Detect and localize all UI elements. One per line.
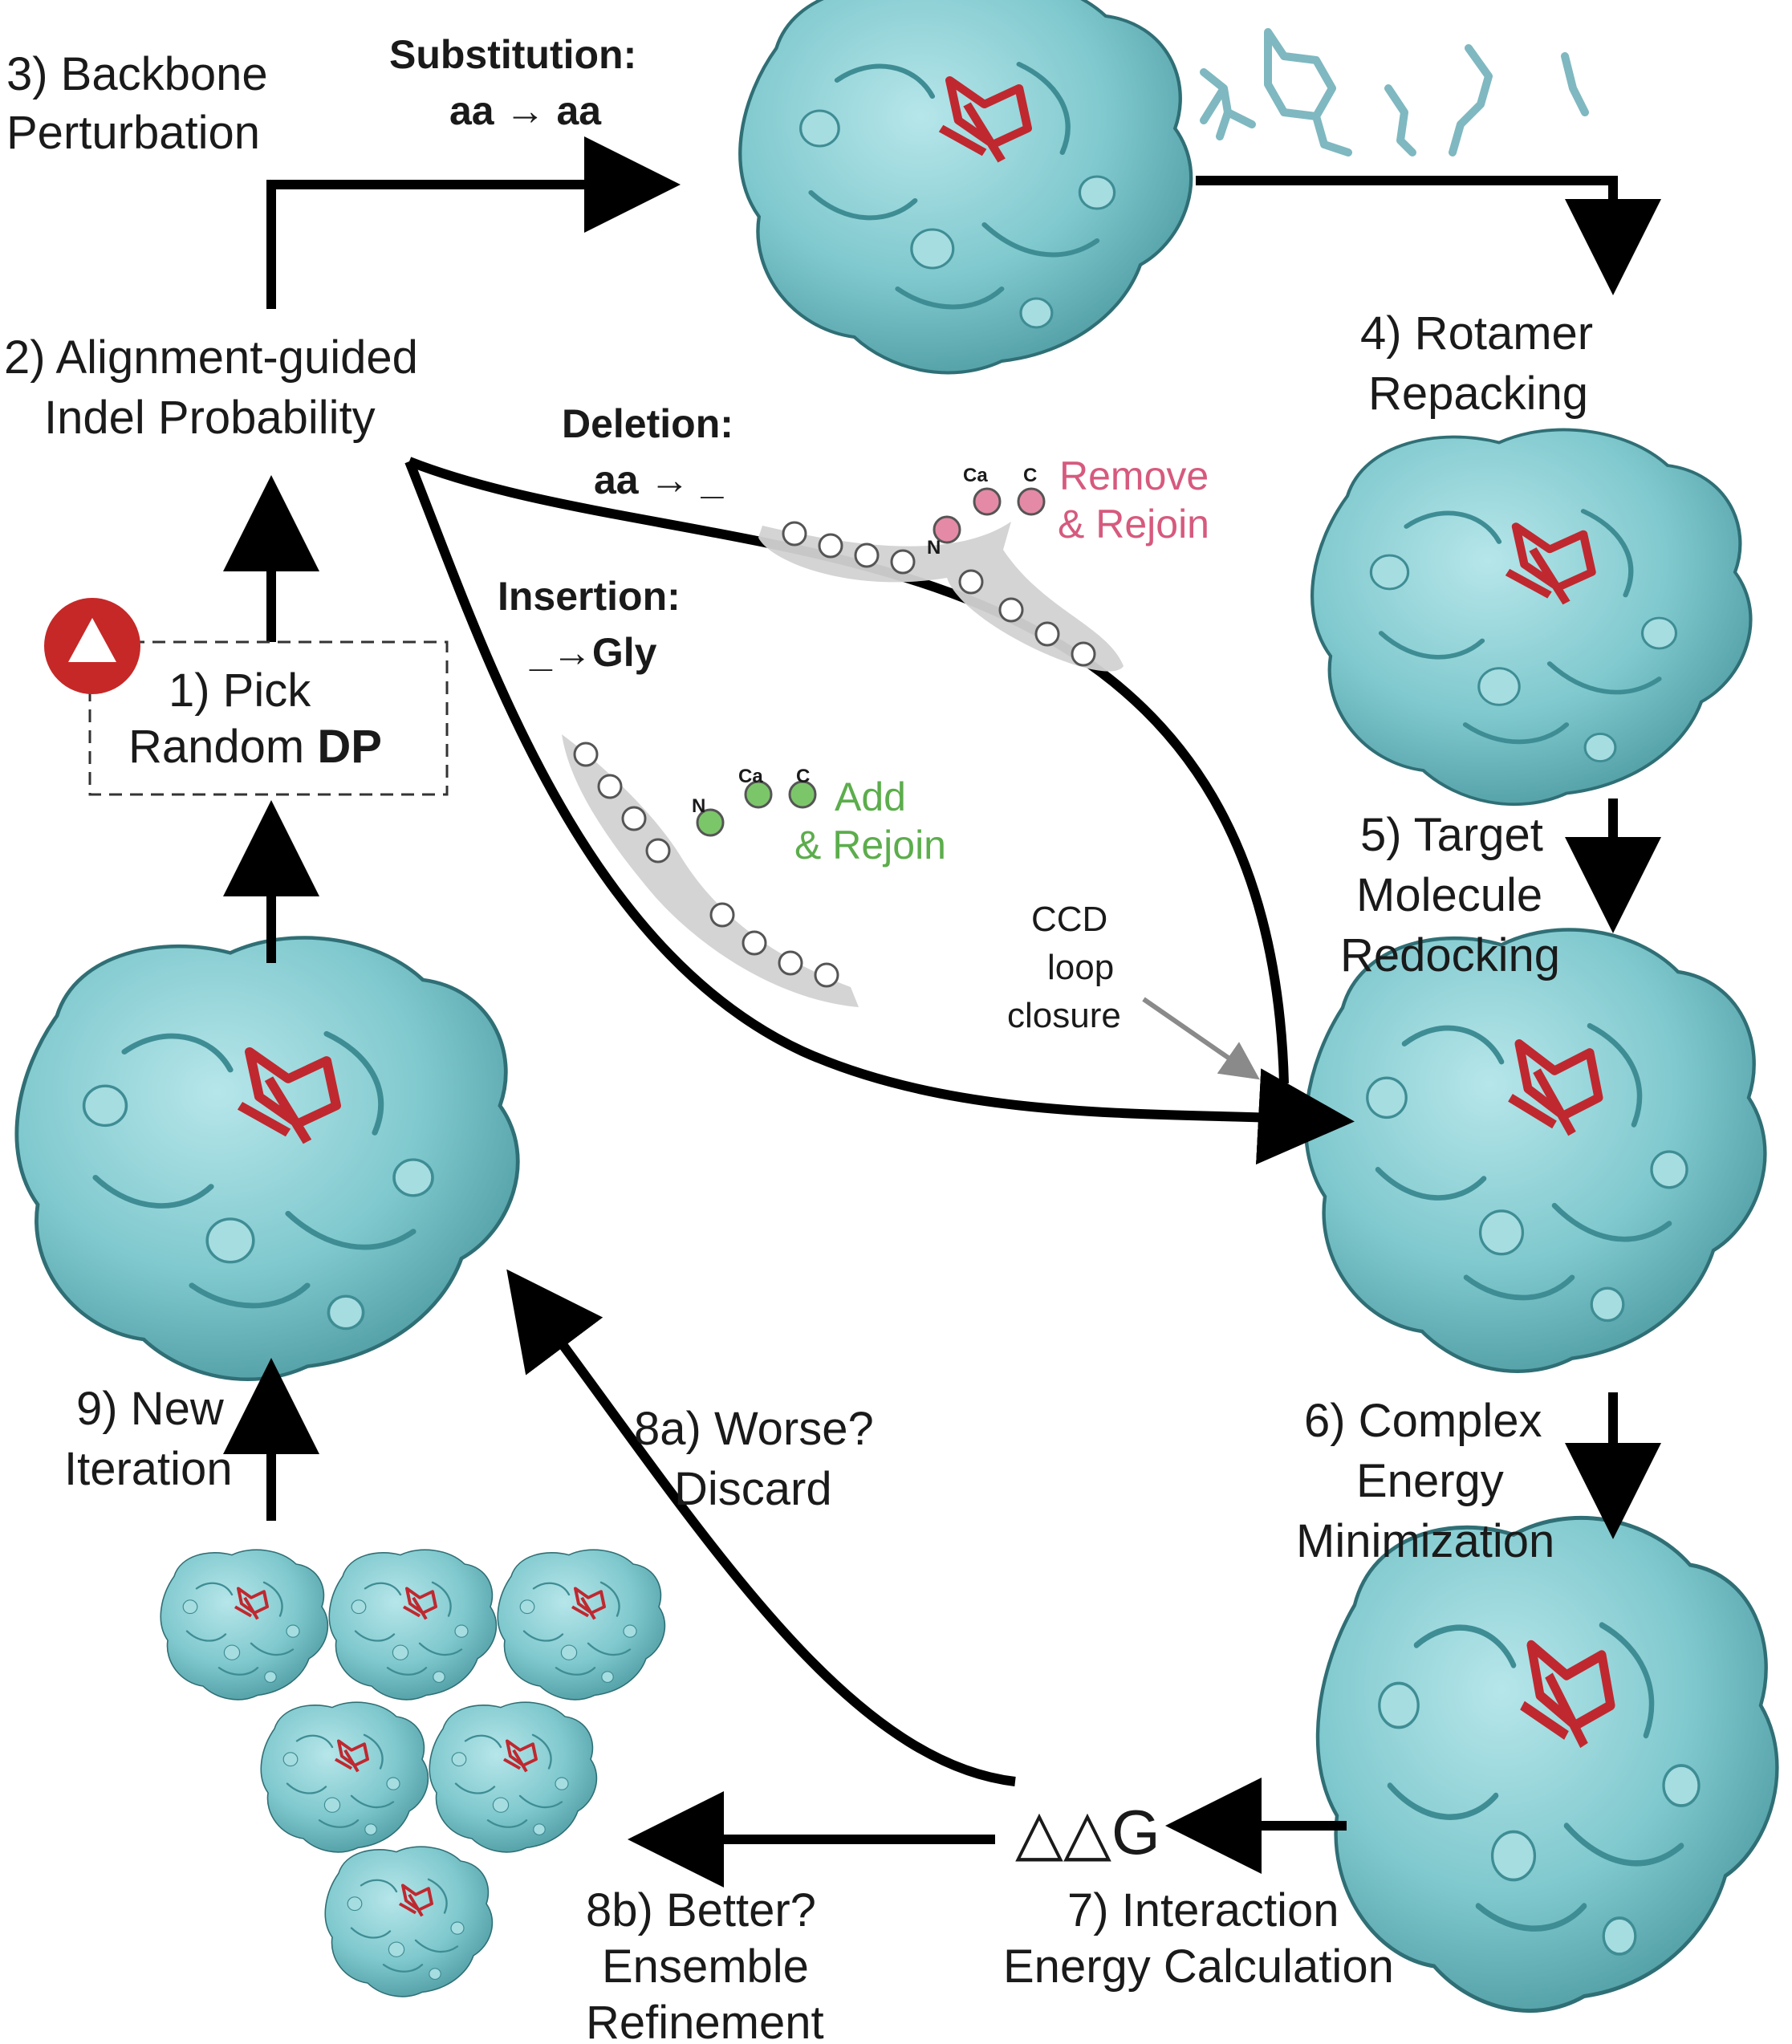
svg-text:1) Pick: 1) Pick [169, 664, 311, 717]
curve-deletion-path [407, 457, 1289, 1084]
svg-text:7) Interaction: 7) Interaction [1067, 1884, 1339, 1936]
svg-text:C: C [796, 766, 810, 787]
svg-text:Refinement: Refinement [586, 1997, 824, 2044]
svg-text:4) Rotamer: 4) Rotamer [1360, 307, 1593, 360]
svg-text:2) Alignment-guided: 2) Alignment-guided [4, 331, 418, 384]
protein-structure-minimized [1318, 1518, 1777, 2010]
svg-text:3) Backbone: 3) Backbone [6, 48, 268, 100]
arrow-to-substitution [266, 136, 681, 309]
svg-text:Iteration: Iteration [64, 1443, 233, 1495]
protein-structure-repacked [1312, 429, 1750, 804]
svg-text:Remove: Remove [1059, 453, 1209, 498]
svg-text:Perturbation: Perturbation [6, 107, 260, 159]
curve-insertion-path [404, 459, 1355, 1165]
pick-dp-box [88, 640, 449, 796]
svg-text:Ca: Ca [963, 465, 988, 486]
arrow-to-repacking [1196, 176, 1661, 295]
svg-text:Energy Calculation: Energy Calculation [1003, 1940, 1394, 1993]
svg-text:Repacking: Repacking [1368, 368, 1588, 420]
svg-text:C: C [1023, 465, 1037, 486]
svg-text:Energy: Energy [1356, 1455, 1504, 1507]
svg-text:5) Target: 5) Target [1360, 809, 1543, 861]
svg-text:Add: Add [835, 774, 906, 819]
svg-text:Ca: Ca [738, 766, 763, 787]
svg-text:Deletion:: Deletion: [562, 401, 733, 446]
deletion-chain [758, 487, 1124, 672]
insertion-chain [562, 734, 859, 1007]
protein-structure-top [740, 0, 1191, 372]
svg-text:CCD: CCD [1031, 900, 1107, 939]
protein-structure-redocked [1306, 930, 1765, 1371]
svg-text:N: N [692, 795, 705, 817]
operation-labels: Substitution: aa → aa Deletion: aa → _ I… [389, 32, 1209, 868]
step-labels: 3) Backbone Perturbation 2) Alignment-gu… [4, 48, 1593, 2044]
svg-text:Discard: Discard [674, 1463, 832, 1515]
ccd-arrow [1142, 997, 1260, 1080]
svg-text:& Rejoin: & Rejoin [794, 823, 946, 868]
svg-text:Indel Probability: Indel Probability [44, 392, 376, 444]
svg-text:Redocking: Redocking [1340, 929, 1560, 981]
svg-text:aa → aa: aa → aa [449, 88, 602, 133]
svg-text:Insertion:: Insertion: [498, 574, 681, 619]
arrow-worse-discard [506, 1269, 1016, 1786]
svg-text:& Rejoin: & Rejoin [1058, 502, 1209, 547]
svg-text:Substitution:: Substitution: [389, 32, 636, 77]
svg-text:8b) Better?: 8b) Better? [586, 1884, 816, 1936]
svg-text:loop: loop [1047, 948, 1114, 987]
amino-acid-sticks [1200, 28, 1589, 156]
svg-text:Ensemble: Ensemble [602, 1940, 809, 1993]
svg-text:Minimization: Minimization [1296, 1515, 1554, 1567]
svg-text:closure: closure [1007, 996, 1121, 1035]
flow-arrows [223, 136, 1661, 1888]
ccd-label: CCD loop closure [1007, 900, 1121, 1035]
svg-text:9) New: 9) New [76, 1383, 225, 1435]
svg-text:Molecule: Molecule [1356, 869, 1542, 921]
ddg-label: △△G [1015, 1797, 1160, 1867]
warning-triangle-icon [44, 598, 140, 694]
protein-structure-start [17, 938, 518, 1380]
svg-text:Random DP: Random DP [128, 721, 382, 773]
svg-text:aa → _: aa → _ [594, 457, 724, 502]
svg-text:8a) Worse?: 8a) Worse? [634, 1403, 874, 1455]
svg-text:_→Gly: _→Gly [529, 630, 657, 675]
svg-text:N: N [927, 537, 941, 559]
svg-text:6) Complex: 6) Complex [1304, 1395, 1542, 1447]
